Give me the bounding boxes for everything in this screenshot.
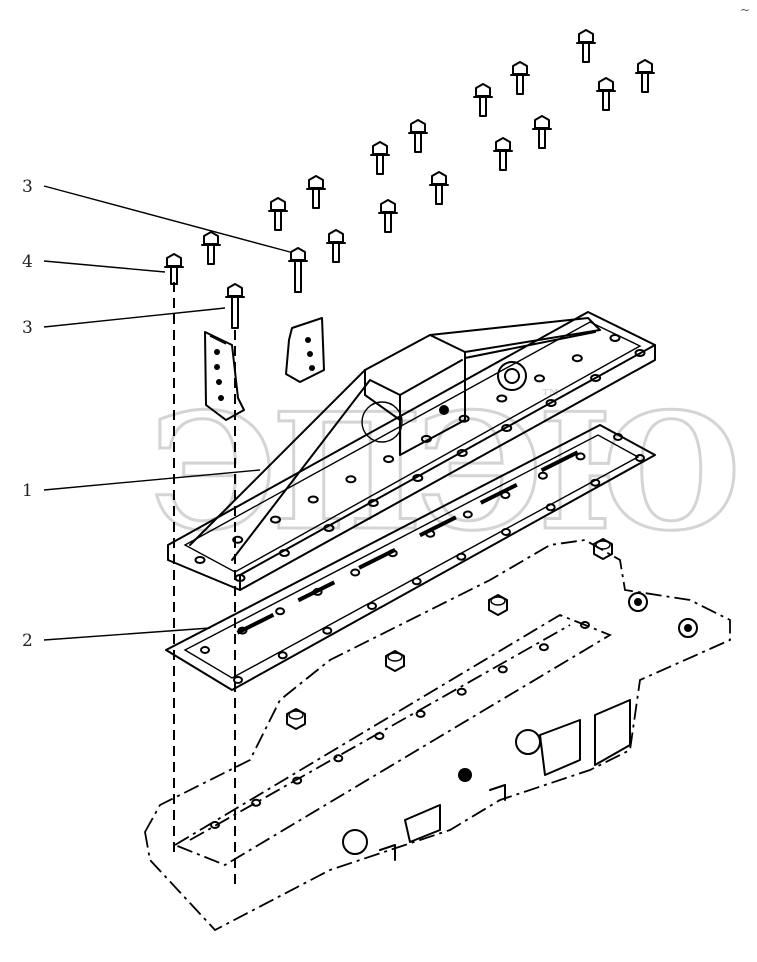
callout-label-3-lower: 3: [22, 318, 33, 338]
bolt: [596, 77, 616, 111]
cover-plate: [167, 311, 656, 591]
bolt: [225, 283, 245, 329]
bolt: [493, 137, 513, 171]
bolt: [532, 115, 552, 149]
bolt: [306, 175, 326, 209]
bolt: [510, 61, 530, 95]
bolt: [576, 29, 596, 63]
bracket-right: [285, 317, 325, 383]
alignment-lines: [173, 282, 236, 885]
base-housing: [144, 538, 731, 932]
bolt: [201, 231, 221, 265]
gasket: [165, 424, 656, 691]
bolt: [378, 199, 398, 233]
bolt: [288, 247, 308, 293]
callout-label-1: 1: [22, 481, 33, 501]
callout-leaders: [43, 185, 291, 641]
bolt: [473, 83, 493, 117]
callout-label-3-top: 3: [22, 177, 33, 197]
nut: [286, 708, 306, 730]
nut: [593, 538, 613, 560]
bolt: [326, 229, 346, 263]
bolt: [429, 171, 449, 205]
nut: [385, 650, 405, 672]
callout-label-2: 2: [22, 631, 33, 651]
bolt: [408, 119, 428, 153]
bolt: [370, 141, 390, 175]
bracket-left: [204, 331, 245, 421]
callout-label-4: 4: [22, 252, 33, 272]
bolt: [268, 197, 288, 231]
bolt-group: [164, 29, 655, 329]
bolt: [164, 253, 184, 285]
nut: [488, 594, 508, 616]
bolt: [635, 59, 655, 93]
corner-mark: ~: [740, 3, 750, 17]
